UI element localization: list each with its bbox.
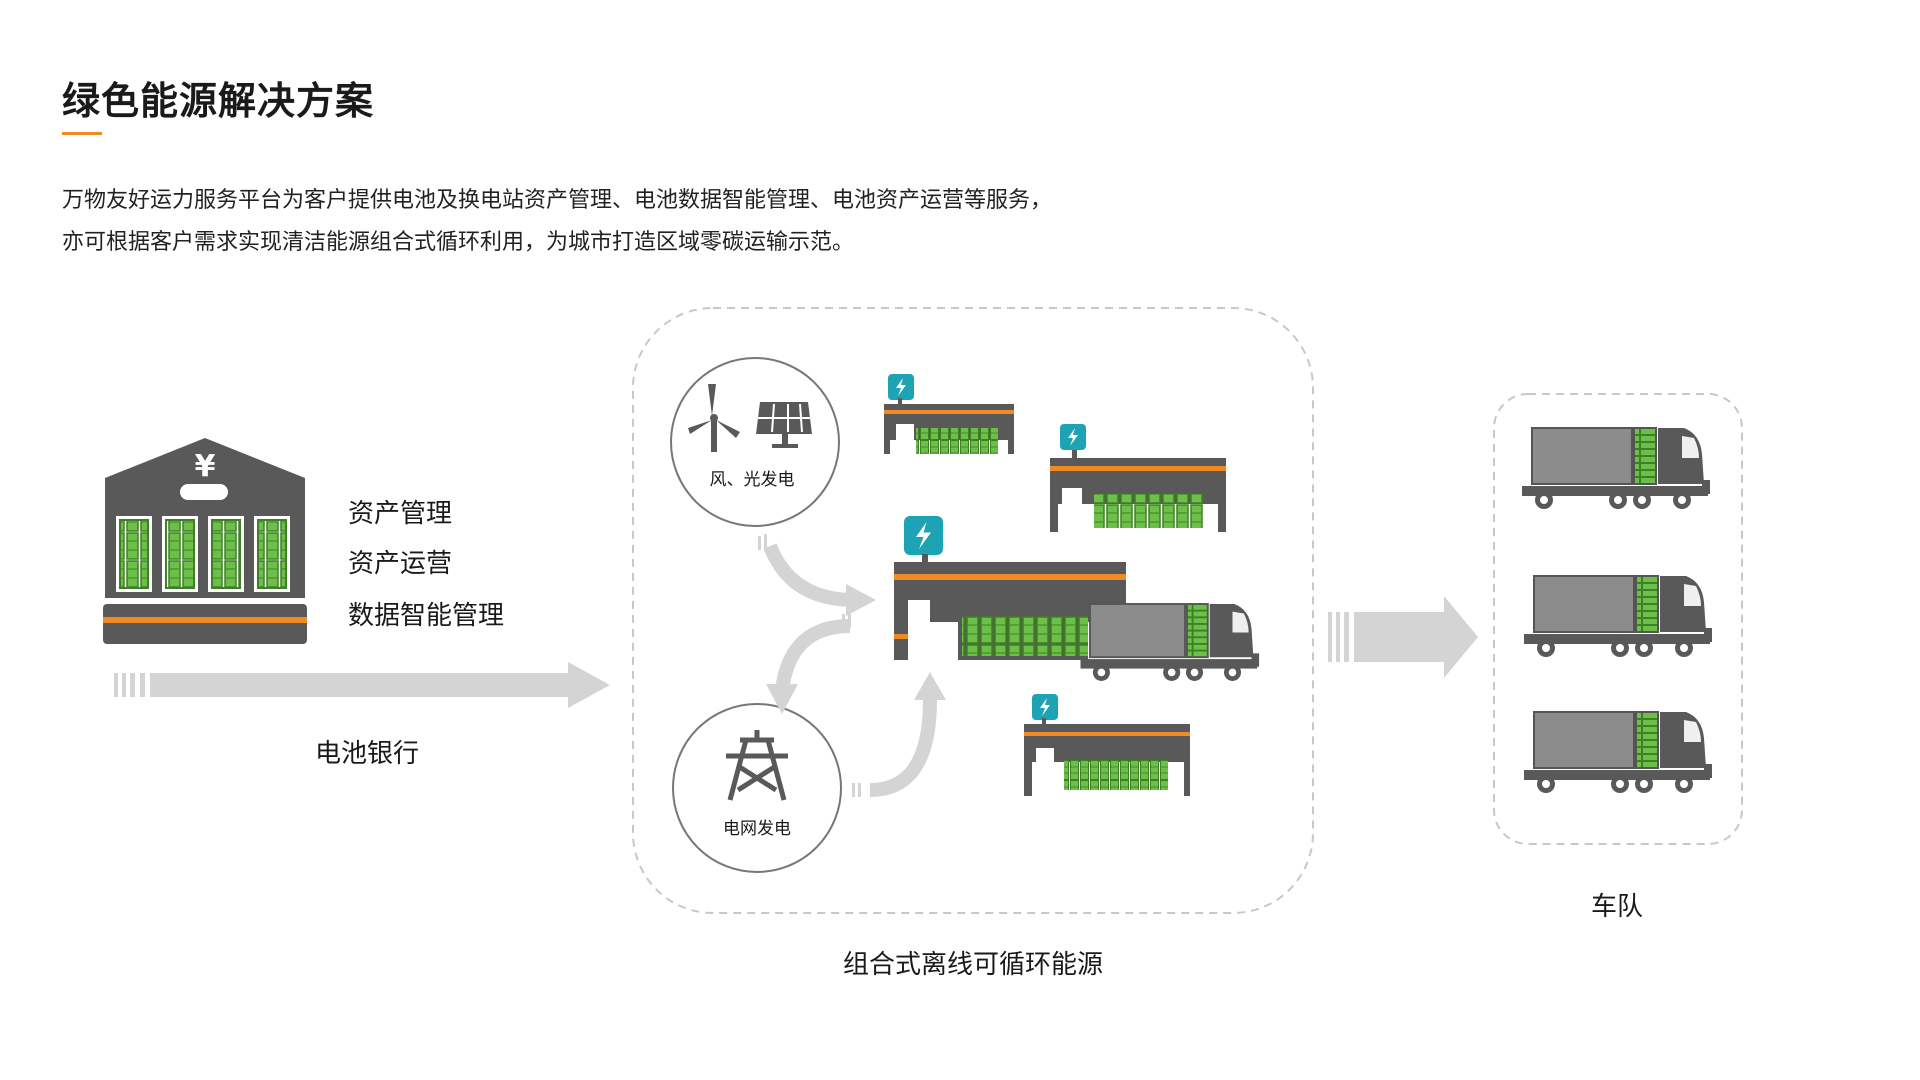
charging-station-icon <box>1024 694 1190 796</box>
charging-station-icon <box>884 374 1014 454</box>
title-underline <box>62 132 102 135</box>
renewable-label: 风、光发电 <box>710 470 795 490</box>
description-line-2: 亦可根据客户需求实现清洁能源组合式循环利用，为城市打造区域零碳运输示范。 <box>62 230 855 255</box>
charging-station-icon <box>894 516 1126 660</box>
charging-station-icon <box>1050 424 1226 532</box>
bank-item: 资产管理 <box>348 499 452 529</box>
grid-source: 电网发电 <box>672 703 842 873</box>
solar-panel-icon <box>756 402 812 448</box>
arrow-icon <box>763 543 937 797</box>
truck-icon <box>1521 427 1711 510</box>
energy-group-border <box>632 307 1314 914</box>
arrow-icon <box>758 534 946 797</box>
bank-item: 数据智能管理 <box>348 601 504 631</box>
battery-icon <box>116 516 290 592</box>
bank-items: 资产管理 资产运营 数据智能管理 <box>348 499 504 631</box>
truck-icon <box>1523 711 1713 794</box>
description-line-1: 万物友好运力服务平台为客户提供电池及换电站资产管理、电池数据智能管理、电池资产运… <box>62 188 1053 213</box>
arrow-icon <box>1328 596 1478 678</box>
energy-label: 组合式离线可循环能源 <box>843 950 1103 980</box>
truck-icon <box>1079 603 1261 682</box>
currency-symbol: ¥ <box>195 449 216 484</box>
arrow-icon <box>114 662 610 708</box>
fleet-group-border <box>1493 393 1743 845</box>
renewable-source: 风、光发电 <box>670 357 840 527</box>
grid-label: 电网发电 <box>723 819 791 839</box>
bank-icon: ¥ <box>103 438 307 644</box>
page-title: 绿色能源解决方案 <box>62 79 375 123</box>
power-tower-icon <box>726 730 788 801</box>
truck-icon <box>1523 575 1713 658</box>
wind-turbine-icon <box>688 384 740 452</box>
bank-item: 资产运营 <box>348 549 452 579</box>
fleet-label: 车队 <box>1591 892 1643 922</box>
bank-label: 电池银行 <box>315 739 419 769</box>
